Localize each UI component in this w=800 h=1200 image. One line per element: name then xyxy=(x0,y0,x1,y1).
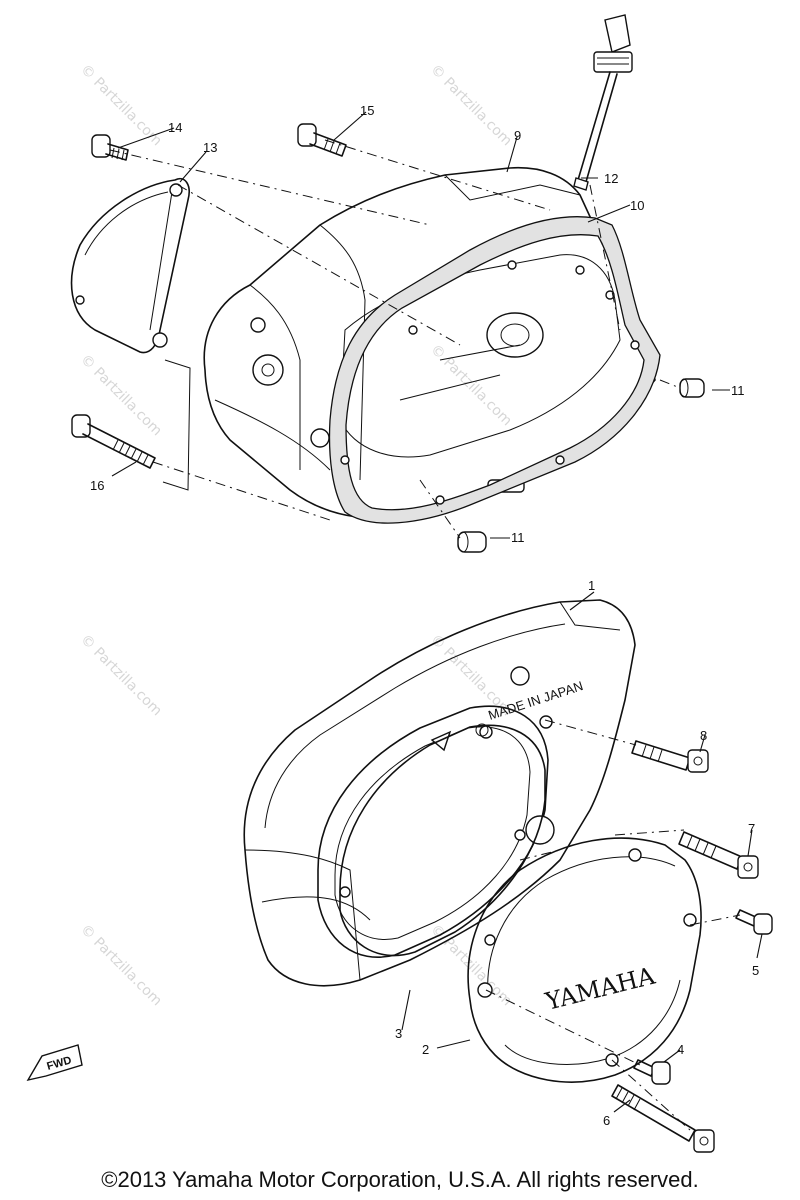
yamaha-logo: YAMAHA xyxy=(542,962,659,1017)
callout-labels: 1 2 3 4 5 6 7 8 9 10 11 11 12 13 14 15 1… xyxy=(90,103,759,1128)
screw-14 xyxy=(91,134,129,161)
cover-13 xyxy=(70,178,190,354)
watermark: © Partzilla.com xyxy=(77,922,165,1010)
callout-16: 16 xyxy=(90,478,104,493)
callout-1: 1 xyxy=(588,578,595,593)
watermark: © Partzilla.com xyxy=(427,62,515,150)
callout-9: 9 xyxy=(514,128,521,143)
bolt-7 xyxy=(678,831,759,879)
dowel-pin-11-upper xyxy=(679,378,705,398)
callout-2: 2 xyxy=(422,1042,429,1057)
callout-13: 13 xyxy=(203,140,217,155)
screw-16 xyxy=(71,414,156,469)
callout-10: 10 xyxy=(630,198,644,213)
callout-3: 3 xyxy=(395,1026,402,1041)
oil-level-gauge-12 xyxy=(573,14,633,191)
bolt-6 xyxy=(611,1084,715,1153)
callout-15: 15 xyxy=(360,103,374,118)
callout-7: 7 xyxy=(748,821,755,836)
leader-lines xyxy=(111,111,763,1113)
callout-6: 6 xyxy=(603,1113,610,1128)
fwd-arrow-icon: FWD xyxy=(26,1044,83,1082)
callout-11-upper: 11 xyxy=(731,383,745,398)
screw-4 xyxy=(633,1059,671,1085)
gasket-10 xyxy=(328,216,661,524)
screw-15 xyxy=(297,123,347,157)
callout-12: 12 xyxy=(604,171,618,186)
gasket-3 xyxy=(339,724,546,957)
callout-5: 5 xyxy=(752,963,759,978)
dowel-pin-11-lower xyxy=(457,531,487,553)
lower-center-lines xyxy=(485,719,741,1131)
watermark-layer: © Partzilla.com © Partzilla.com © Partzi… xyxy=(77,62,515,1010)
generator-cover-2: YAMAHA xyxy=(467,837,702,1083)
callout-11-lower: 11 xyxy=(511,530,525,545)
copyright-notice: ©2013 Yamaha Motor Corporation, U.S.A. A… xyxy=(101,1167,699,1192)
callout-14: 14 xyxy=(168,120,182,135)
screw-5 xyxy=(735,909,773,935)
callout-4: 4 xyxy=(677,1042,684,1057)
callout-8: 8 xyxy=(700,728,707,743)
bolt-8 xyxy=(631,740,709,773)
watermark: © Partzilla.com xyxy=(77,632,165,720)
upper-center-lines xyxy=(109,139,681,539)
